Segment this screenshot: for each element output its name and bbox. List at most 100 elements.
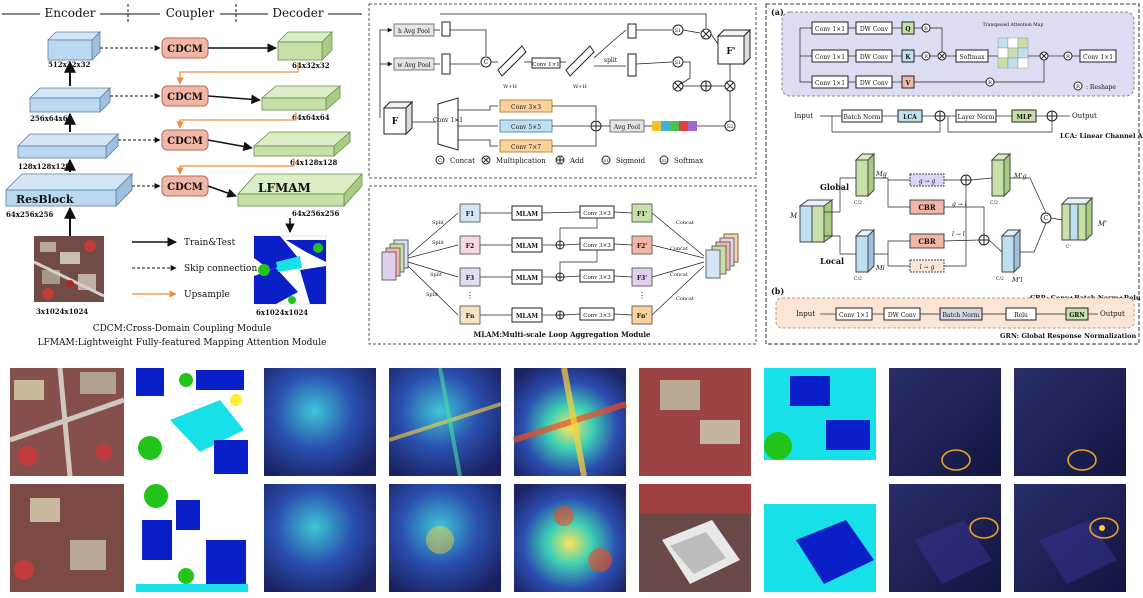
l2g-box: l → g: [909, 259, 945, 273]
svg-text:Add: Add: [569, 157, 585, 165]
result-r2-heatmap-5: [1014, 484, 1126, 592]
svg-text:C/2: C/2: [854, 276, 862, 282]
w-avg-pool-box: w Avg Pool: [393, 57, 435, 71]
conv-3x3-box: Conv 3×3: [499, 99, 553, 113]
svg-text:Conv 1×1: Conv 1×1: [839, 312, 869, 319]
cdcm-box-1: CDCM: [161, 37, 209, 59]
attn-conv-out: Conv 1×1: [1079, 49, 1117, 63]
avg-pool-box: Avg Pool: [609, 119, 645, 133]
svg-text:C/2: C/2: [996, 276, 1004, 282]
softmax-node: S2: [724, 120, 736, 132]
svg-text:CBR: CBR: [918, 203, 935, 212]
sigmoid-nodes: S1 S1: [672, 24, 684, 68]
result-r1-heatmap-5: [1014, 368, 1126, 476]
svg-text:F3': F3': [637, 275, 647, 282]
svg-text:V: V: [905, 80, 911, 87]
dec-label-3: 64x128x128: [290, 158, 337, 167]
svg-text:F1': F1': [637, 211, 647, 218]
svg-text:Input: Input: [794, 112, 813, 120]
encoder-block-2: [29, 87, 111, 113]
header-encoder: Encoder: [45, 6, 96, 20]
svg-text:Avg Pool: Avg Pool: [613, 124, 640, 131]
svg-text:w Avg Pool: w Avg Pool: [397, 62, 430, 69]
gl-flow-lines: [824, 177, 1063, 267]
result-r2-label-b: [764, 484, 876, 592]
cbr-top-box: CBR: [909, 199, 945, 215]
svg-text:MLP: MLP: [1016, 114, 1032, 121]
svg-text:Conv 3×3: Conv 3×3: [511, 104, 541, 111]
mg-block: Mg C/2: [854, 152, 887, 206]
concat-node-cdcm: C: [1040, 212, 1052, 224]
svg-text:LCA: LCA: [903, 114, 917, 121]
cdcm-to-decoder-arrows: [207, 43, 277, 198]
ml-prime-block: M'l C/2: [996, 228, 1023, 284]
input-aerial-image: [33, 236, 105, 302]
mlam-row-2: F2 MLAM Conv 3×3 F2': [459, 235, 653, 255]
svg-text:W+H: W+H: [573, 84, 587, 90]
svg-text:Conv 1×1: Conv 1×1: [433, 117, 463, 124]
output-label: 6x1024x1024: [256, 308, 308, 317]
g2g-box: g → g: [909, 173, 945, 187]
lfmam-legend: C Concat Multiplication Add S1 Sigmoid S…: [435, 155, 703, 165]
split-label: split: [604, 57, 618, 64]
section-header-bar: Encoder Coupler Decoder: [2, 4, 362, 24]
svg-text:M': M': [1097, 220, 1107, 228]
svg-text:Conv 3×3: Conv 3×3: [583, 275, 611, 281]
svg-text:⋮: ⋮: [466, 291, 474, 300]
result-r2-heatmap-1: [264, 484, 376, 592]
lca-row: Input Batch Norm LCA Layer Norm MLP Outp…: [794, 109, 1143, 140]
svg-text:Multiplication: Multiplication: [496, 157, 546, 165]
svg-text:F: F: [392, 117, 399, 127]
resblock: ResBlock: [5, 173, 133, 207]
svg-text:F3: F3: [466, 275, 474, 282]
local-label: Local: [820, 256, 844, 266]
reshape-legend: R : Reshape: [1073, 81, 1116, 91]
svg-text:DW Conv: DW Conv: [860, 54, 889, 61]
l2l-label: l → l: [952, 231, 965, 238]
softmax-box: Softmax: [955, 49, 989, 63]
encoder-block-1: [47, 31, 101, 61]
attention-map-grid: Transposed Attention Map: [983, 22, 1043, 69]
svg-text:F': F': [726, 47, 735, 57]
tag-b: (b): [771, 286, 784, 296]
result-r1-label-b: [764, 368, 876, 476]
result-r1-aerial-b: [639, 368, 751, 476]
svg-text:CDCM: CDCM: [167, 44, 203, 55]
lfmam-detail-panel: h Avg Pool w Avg Pool C W+H Conv 1×1 W+H…: [368, 3, 757, 179]
skip-connections: [100, 45, 161, 189]
svg-text:Ml: Ml: [875, 264, 885, 272]
svg-text:Batch Norm: Batch Norm: [844, 114, 881, 121]
svg-text:M'l: M'l: [1011, 276, 1023, 284]
lfmam-block: LFMAM: [237, 172, 363, 208]
output-segmentation-image: [253, 235, 327, 305]
m-prime-block: M' C': [1060, 196, 1107, 250]
conv-5x5-box: Conv 5×5: [499, 119, 553, 133]
svg-text:M: M: [789, 212, 798, 220]
mlam-split-3: Split: [430, 272, 442, 278]
svg-text:R: R: [1066, 54, 1070, 60]
dec-label-1: 64x32x32: [292, 61, 330, 70]
lca-caption: LCA: Linear Channel Attention: [1060, 132, 1143, 140]
mg-prime-block: M'g C/2: [990, 152, 1027, 206]
ml-block: Ml C/2: [854, 228, 885, 282]
mlam-concat-1: Concat: [676, 220, 694, 226]
svg-text:S1: S1: [675, 60, 682, 66]
grn-row: Input Conv 1×1 DW Conv Batch Norm Relu G…: [796, 307, 1125, 321]
result-r2-aerial-a: [10, 484, 124, 592]
svg-text:Conv 3×3: Conv 3×3: [583, 243, 611, 249]
result-r1-aerial-a: [9, 367, 125, 477]
mlam-detail-panel: F1 MLAM Conv 3×3 F1' F2 MLAM Conv 3×3 F2…: [368, 185, 757, 345]
result-r1-heatmap-2: [388, 367, 502, 477]
svg-text:C: C: [438, 158, 442, 164]
m-input-block: M: [789, 199, 834, 243]
svg-text:CDCM: CDCM: [167, 182, 203, 193]
cdcm-box-4: CDCM: [161, 175, 209, 197]
result-r2-heatmap-2: [389, 484, 501, 592]
wh-tensor-1: [497, 45, 527, 77]
svg-text:S2: S2: [727, 124, 734, 130]
svg-text:MLAM: MLAM: [516, 243, 539, 250]
lfmam-flow-lines: [379, 13, 731, 147]
legend-upsample: Upsample: [184, 290, 230, 300]
svg-text:C/2: C/2: [854, 200, 862, 206]
